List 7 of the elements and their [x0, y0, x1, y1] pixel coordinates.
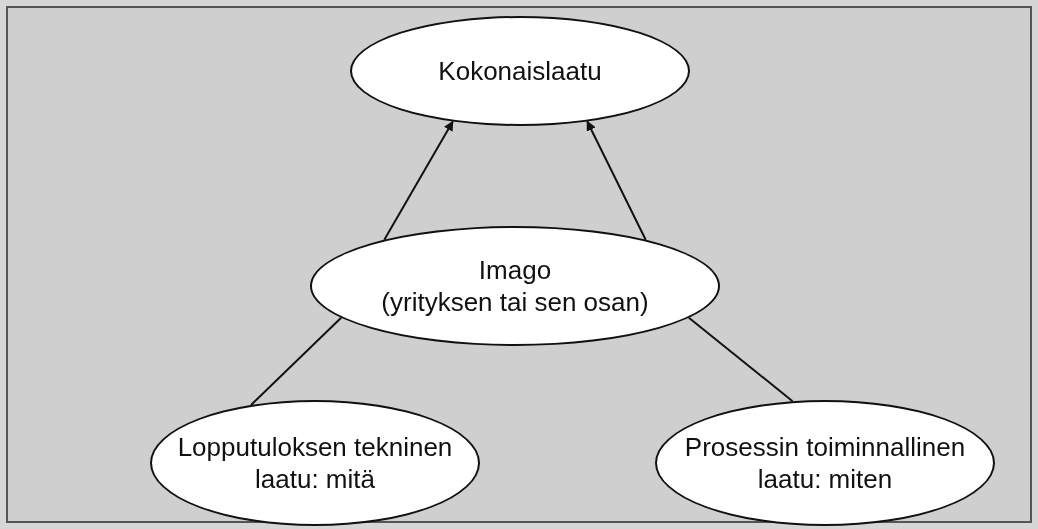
- arrow: [586, 120, 647, 241]
- node-label: Kokonaislaatu: [438, 55, 602, 87]
- node-label: Prosessin toiminnallinen laatu: miten: [683, 431, 967, 495]
- node-label: (yrityksen tai sen osan): [381, 286, 649, 318]
- node-label: Imago: [478, 254, 552, 286]
- node-label: Lopputuloksen tekninen laatu: mitä: [176, 431, 454, 495]
- arrow: [383, 120, 454, 241]
